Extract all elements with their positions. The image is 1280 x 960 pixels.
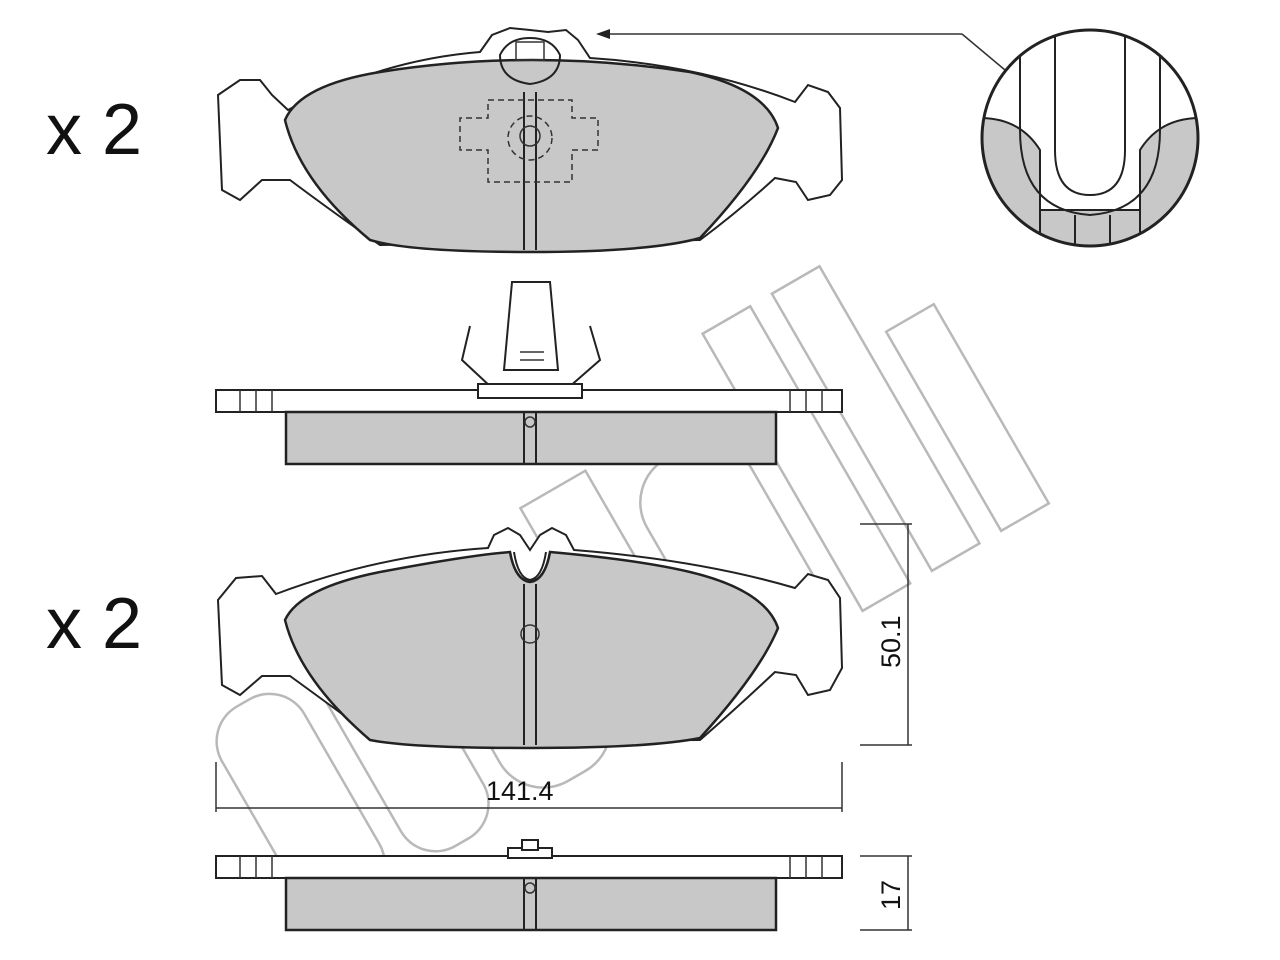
top-pad-hidden-hole xyxy=(507,115,553,161)
top-side-clip-base xyxy=(477,383,583,399)
top-side-spring-left xyxy=(460,325,493,389)
top-pad-clip-loop xyxy=(498,36,562,86)
dimension-width: 141.4 xyxy=(215,762,843,812)
bottom-pad-front-view xyxy=(216,526,844,750)
top-side-clip-body xyxy=(502,281,560,371)
bottom-side-friction-material xyxy=(284,876,778,932)
top-pad-clip-tab xyxy=(515,41,545,61)
quantity-label-bottom: x 2 xyxy=(46,584,142,664)
top-pad-front-view xyxy=(216,26,844,254)
bottom-pad-friction-material xyxy=(283,550,780,750)
quantity-label-top: x 2 xyxy=(46,90,142,170)
top-pad-hidden-clip xyxy=(459,99,599,183)
clip-detail-callout xyxy=(596,28,1200,248)
top-pad-wear-indicator xyxy=(519,125,541,147)
bottom-side-backing-plate xyxy=(215,855,843,879)
dimension-height: 50.1 xyxy=(860,523,912,746)
callout-arrowhead xyxy=(596,29,610,39)
top-pad-friction-material xyxy=(283,58,780,254)
top-pad-side-view xyxy=(215,281,843,466)
callout-leader-diagonal xyxy=(961,33,1006,71)
bottom-pad-side-view xyxy=(215,839,843,932)
height-dimension-label: 50.1 xyxy=(876,615,906,668)
top-side-friction-material xyxy=(284,410,778,466)
bottom-pad-wear-indicator xyxy=(520,624,540,644)
thickness-dimension-label: 17 xyxy=(876,880,906,910)
bottom-side-clip-tab xyxy=(521,839,539,851)
top-side-spring-right xyxy=(567,325,602,389)
width-dimension-label: 141.4 xyxy=(486,776,554,806)
dimension-thickness: 17 xyxy=(860,855,912,931)
detail-circle xyxy=(980,28,1200,248)
